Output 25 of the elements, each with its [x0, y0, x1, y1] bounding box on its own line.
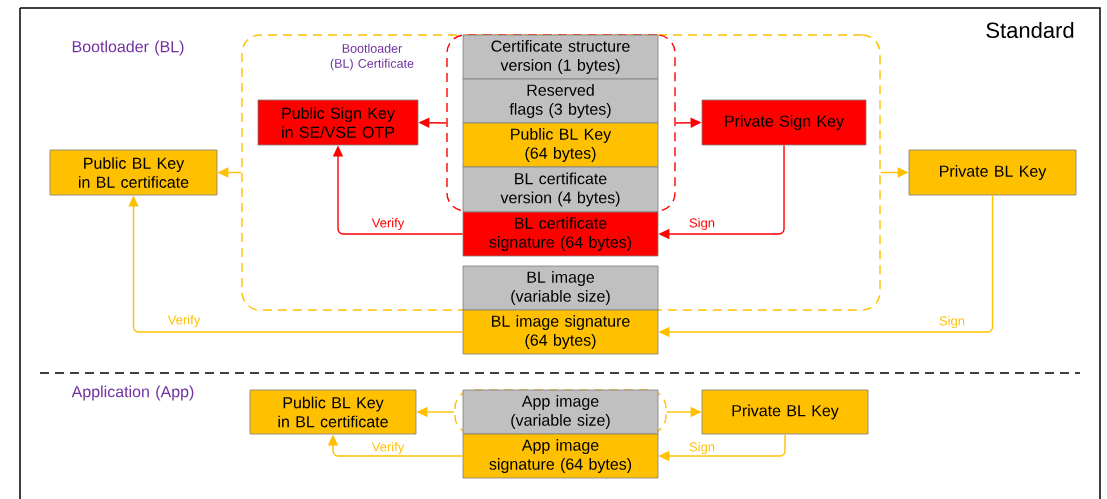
- key-box: Private BL Key: [908, 149, 1077, 196]
- field-box: BL certificate version (4 bytes): [462, 166, 659, 213]
- field-box: Reserved flags (3 bytes): [462, 78, 659, 124]
- section-title: Application (App): [71, 385, 194, 401]
- key-box: Public Sign Key in SE/VSE OTP: [257, 99, 419, 146]
- key-box: Public BL Key in BL certificate: [249, 389, 417, 435]
- field-box: App image (variable size): [462, 389, 659, 435]
- heading: Standard: [986, 21, 1074, 39]
- edge-label: Sign: [688, 216, 716, 232]
- field-box: Public BL Key (64 bytes): [462, 122, 659, 168]
- key-box: Public BL Key in BL certificate: [49, 149, 218, 196]
- field-box: BL image signature (64 bytes): [462, 309, 659, 355]
- edge-label: Sign: [938, 314, 966, 330]
- section-title: Bootloader (BL): [72, 40, 184, 56]
- edge-label: Verify: [370, 216, 406, 232]
- region-label: Bootloader (BL) Certificate: [330, 43, 414, 71]
- field-box: BL certificate signature (64 bytes): [462, 211, 659, 257]
- field-box: BL image (variable size): [462, 265, 659, 311]
- edge-label: Verify: [370, 440, 406, 456]
- field-box: Certificate structure version (1 bytes): [462, 34, 659, 80]
- key-box: Private Sign Key: [701, 99, 867, 146]
- edge-label: Verify: [166, 313, 202, 329]
- field-box: App image signature (64 bytes): [462, 433, 659, 479]
- edge-label: Sign: [688, 440, 716, 456]
- key-box: Private BL Key: [701, 389, 869, 435]
